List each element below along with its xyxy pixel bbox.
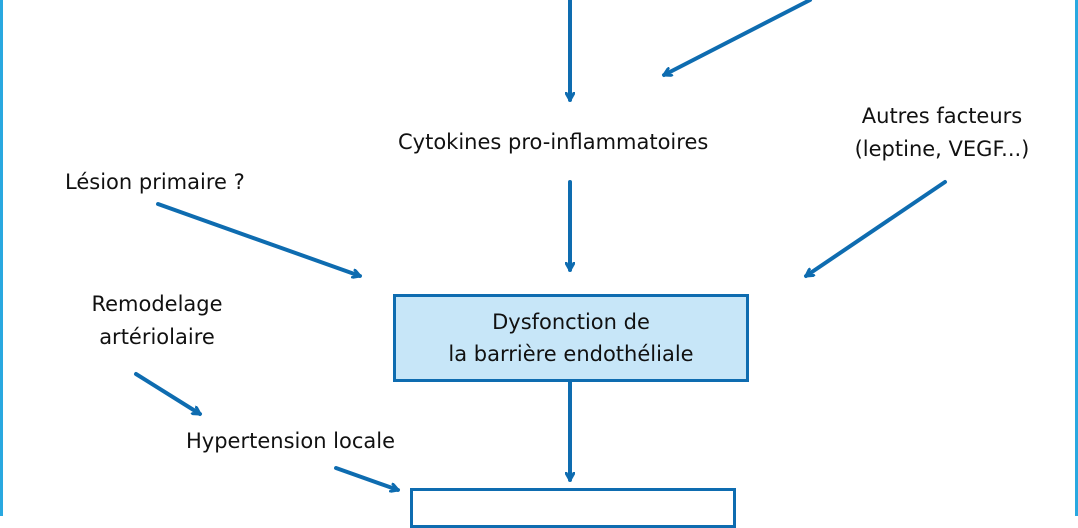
node-remodelage-line2: artériolaire — [99, 325, 215, 349]
node-lesion-primaire: Lésion primaire ? — [65, 170, 245, 194]
box-dysfonction-line1: Dysfonction de — [492, 310, 650, 334]
box-dysfonction-line2: la barrière endothéliale — [448, 342, 694, 366]
node-remodelage: Remodelage artériolaire — [72, 288, 242, 354]
diagram-frame — [0, 0, 1078, 516]
arrow-topright-to-cytokines — [662, 0, 812, 77]
box-next — [410, 488, 736, 528]
arrow-remodelage-to-hypertension — [134, 372, 202, 416]
node-cytokines: Cytokines pro-inflammatoires — [398, 130, 709, 154]
node-autres-line2: (leptine, VEGF...) — [854, 137, 1030, 161]
box-dysfonction: Dysfonction de la barrière endothéliale — [393, 294, 749, 382]
arrow-lesion-to-dysfonction — [156, 202, 362, 276]
arrow-hypertension-to-next — [334, 466, 400, 490]
node-autres-facteurs: Autres facteurs (leptine, VEGF...) — [838, 100, 1046, 166]
arrows-layer — [134, 0, 947, 516]
node-autres-line1: Autres facteurs — [861, 104, 1023, 128]
arrow-autres-to-dysfonction — [804, 180, 947, 278]
node-hypertension: Hypertension locale — [186, 429, 396, 453]
node-remodelage-line1: Remodelage — [91, 292, 223, 316]
